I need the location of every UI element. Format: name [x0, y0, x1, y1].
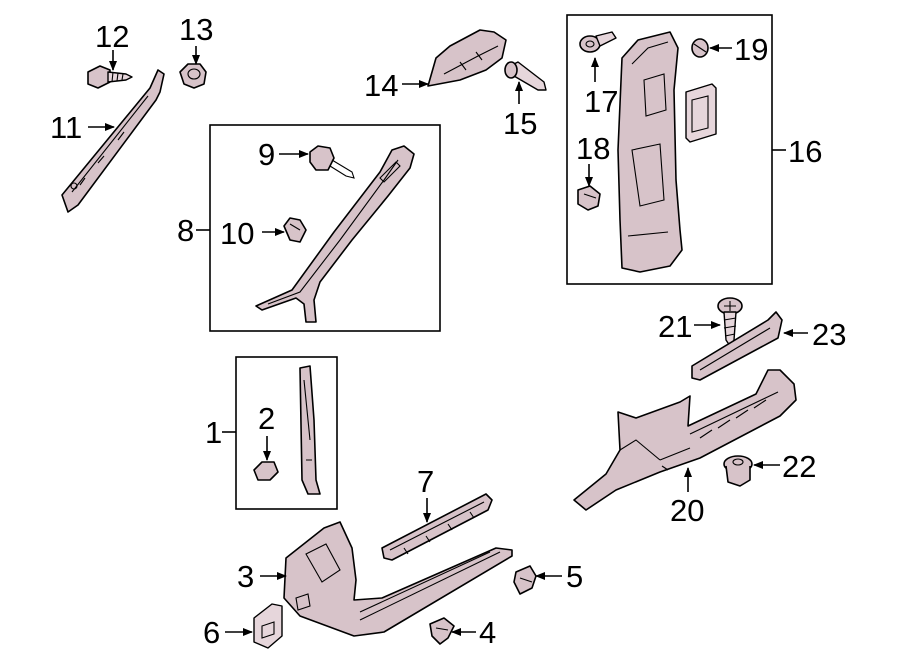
callout-6: 6: [203, 615, 220, 650]
callout-13: 13: [179, 12, 213, 47]
callout-8: 8: [177, 213, 194, 248]
part-8-a-pillar: [255, 145, 415, 323]
part-4-clip: [429, 617, 455, 645]
part-12-bolt: [87, 65, 133, 89]
callout-10: 10: [220, 216, 254, 251]
part-21-screw: [717, 297, 743, 347]
group-box-8: [209, 124, 441, 332]
callout-4: 4: [479, 615, 496, 650]
part-15-pin: [504, 61, 547, 91]
part-23-scuff-strip: [691, 311, 783, 381]
part-19-cap: [691, 38, 709, 58]
callout-11: 11: [50, 110, 82, 145]
callout-22: 22: [782, 449, 816, 484]
callout-9: 9: [258, 137, 275, 172]
callout-12: 12: [95, 19, 129, 54]
part-1-pillar-strip: [299, 365, 321, 495]
part-11-bracket: [61, 69, 165, 213]
callout-14: 14: [364, 68, 398, 103]
group-box-1: [235, 356, 338, 510]
part-14-trim: [427, 29, 507, 87]
part-22-nut: [723, 455, 753, 487]
callout-15: 15: [503, 106, 537, 141]
callout-21: 21: [658, 309, 692, 344]
part-3-kick-panel: [283, 521, 513, 637]
callout-1: 1: [205, 415, 222, 450]
callout-23: 23: [812, 317, 846, 352]
part-9-clip: [309, 145, 355, 179]
callout-19: 19: [734, 32, 768, 67]
callout-3: 3: [237, 559, 254, 594]
callout-2: 2: [258, 401, 275, 436]
callout-20: 20: [670, 493, 704, 528]
part-20-sill-trim: [573, 369, 797, 511]
callout-5: 5: [566, 559, 583, 594]
callout-17: 17: [584, 84, 618, 119]
part-6-pad: [253, 603, 283, 649]
part-16-b-pillar: [617, 31, 717, 273]
callout-7: 7: [417, 464, 434, 499]
part-17-screw: [579, 31, 617, 53]
callout-18: 18: [576, 131, 610, 166]
part-5-clip: [513, 565, 537, 595]
part-2-clip: [253, 461, 279, 481]
part-13-nut: [179, 63, 207, 89]
callout-16: 16: [788, 134, 822, 169]
part-18-clip: [577, 185, 601, 211]
part-10-clip: [283, 217, 307, 243]
part-7-sill-strip: [381, 493, 493, 561]
